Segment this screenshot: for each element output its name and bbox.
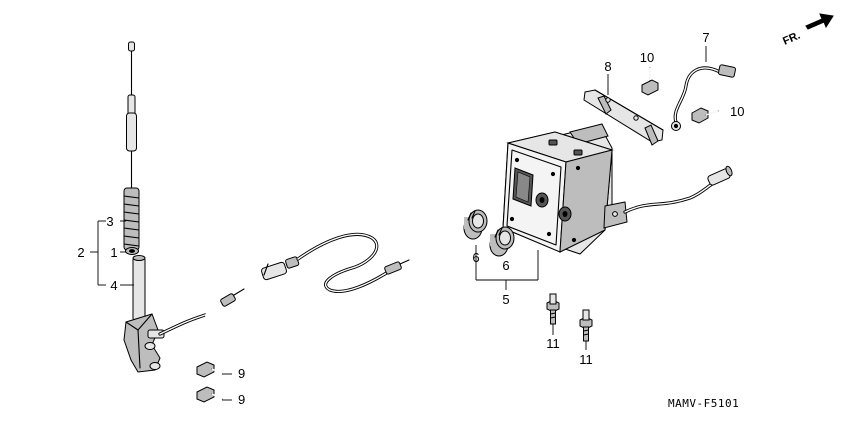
diagram-code: MAMV-F5101: [668, 397, 739, 410]
antenna-lower-mast: [132, 255, 146, 321]
callout-9-upper: 9: [238, 366, 245, 381]
mounting-bracket: [583, 74, 664, 146]
front-arrow-icon: [805, 13, 834, 30]
knob-6-left: [463, 209, 488, 240]
callout-10-upper: 10: [640, 50, 654, 65]
callout-9-lower: 9: [238, 392, 245, 407]
callout-6-left: 6: [472, 250, 479, 265]
antenna-plug: [204, 288, 245, 318]
callout-7: 7: [702, 30, 709, 45]
callout-11-left: 11: [546, 336, 560, 351]
callout-6-right: 6: [502, 258, 509, 273]
callout-8: 8: [604, 59, 611, 74]
knob-6-right: [489, 226, 515, 257]
antenna-assembly: [123, 41, 245, 373]
bolt-10-lower: [691, 107, 719, 124]
radio-unit: [502, 123, 628, 255]
bolt-9-upper: [196, 361, 232, 378]
antenna-mast-threaded: [123, 187, 140, 251]
antenna-extension-cable: [261, 232, 410, 293]
front-direction-label: FR.: [781, 30, 802, 48]
callout-1: 1: [110, 245, 117, 260]
bolt-11-left: [546, 293, 560, 335]
front-direction-indicator: FR.: [781, 13, 834, 48]
callout-bracket-5: [475, 245, 539, 290]
bolt-9-lower: [196, 386, 232, 403]
callout-4: 4: [110, 278, 117, 293]
callout-11-right: 11: [579, 352, 593, 367]
antenna-base-mount: [123, 313, 165, 373]
bolt-10-upper: [641, 67, 659, 96]
callout-3: 3: [106, 214, 113, 229]
callout-bracket-2: [90, 220, 134, 286]
radio-antenna-lead: [623, 165, 733, 214]
callout-10-lower: 10: [730, 104, 744, 119]
antenna-nut: [125, 247, 139, 255]
bolt-11-right: [579, 309, 593, 350]
ground-wire: [671, 46, 736, 131]
callout-5: 5: [502, 292, 509, 307]
callout-2: 2: [77, 245, 84, 260]
